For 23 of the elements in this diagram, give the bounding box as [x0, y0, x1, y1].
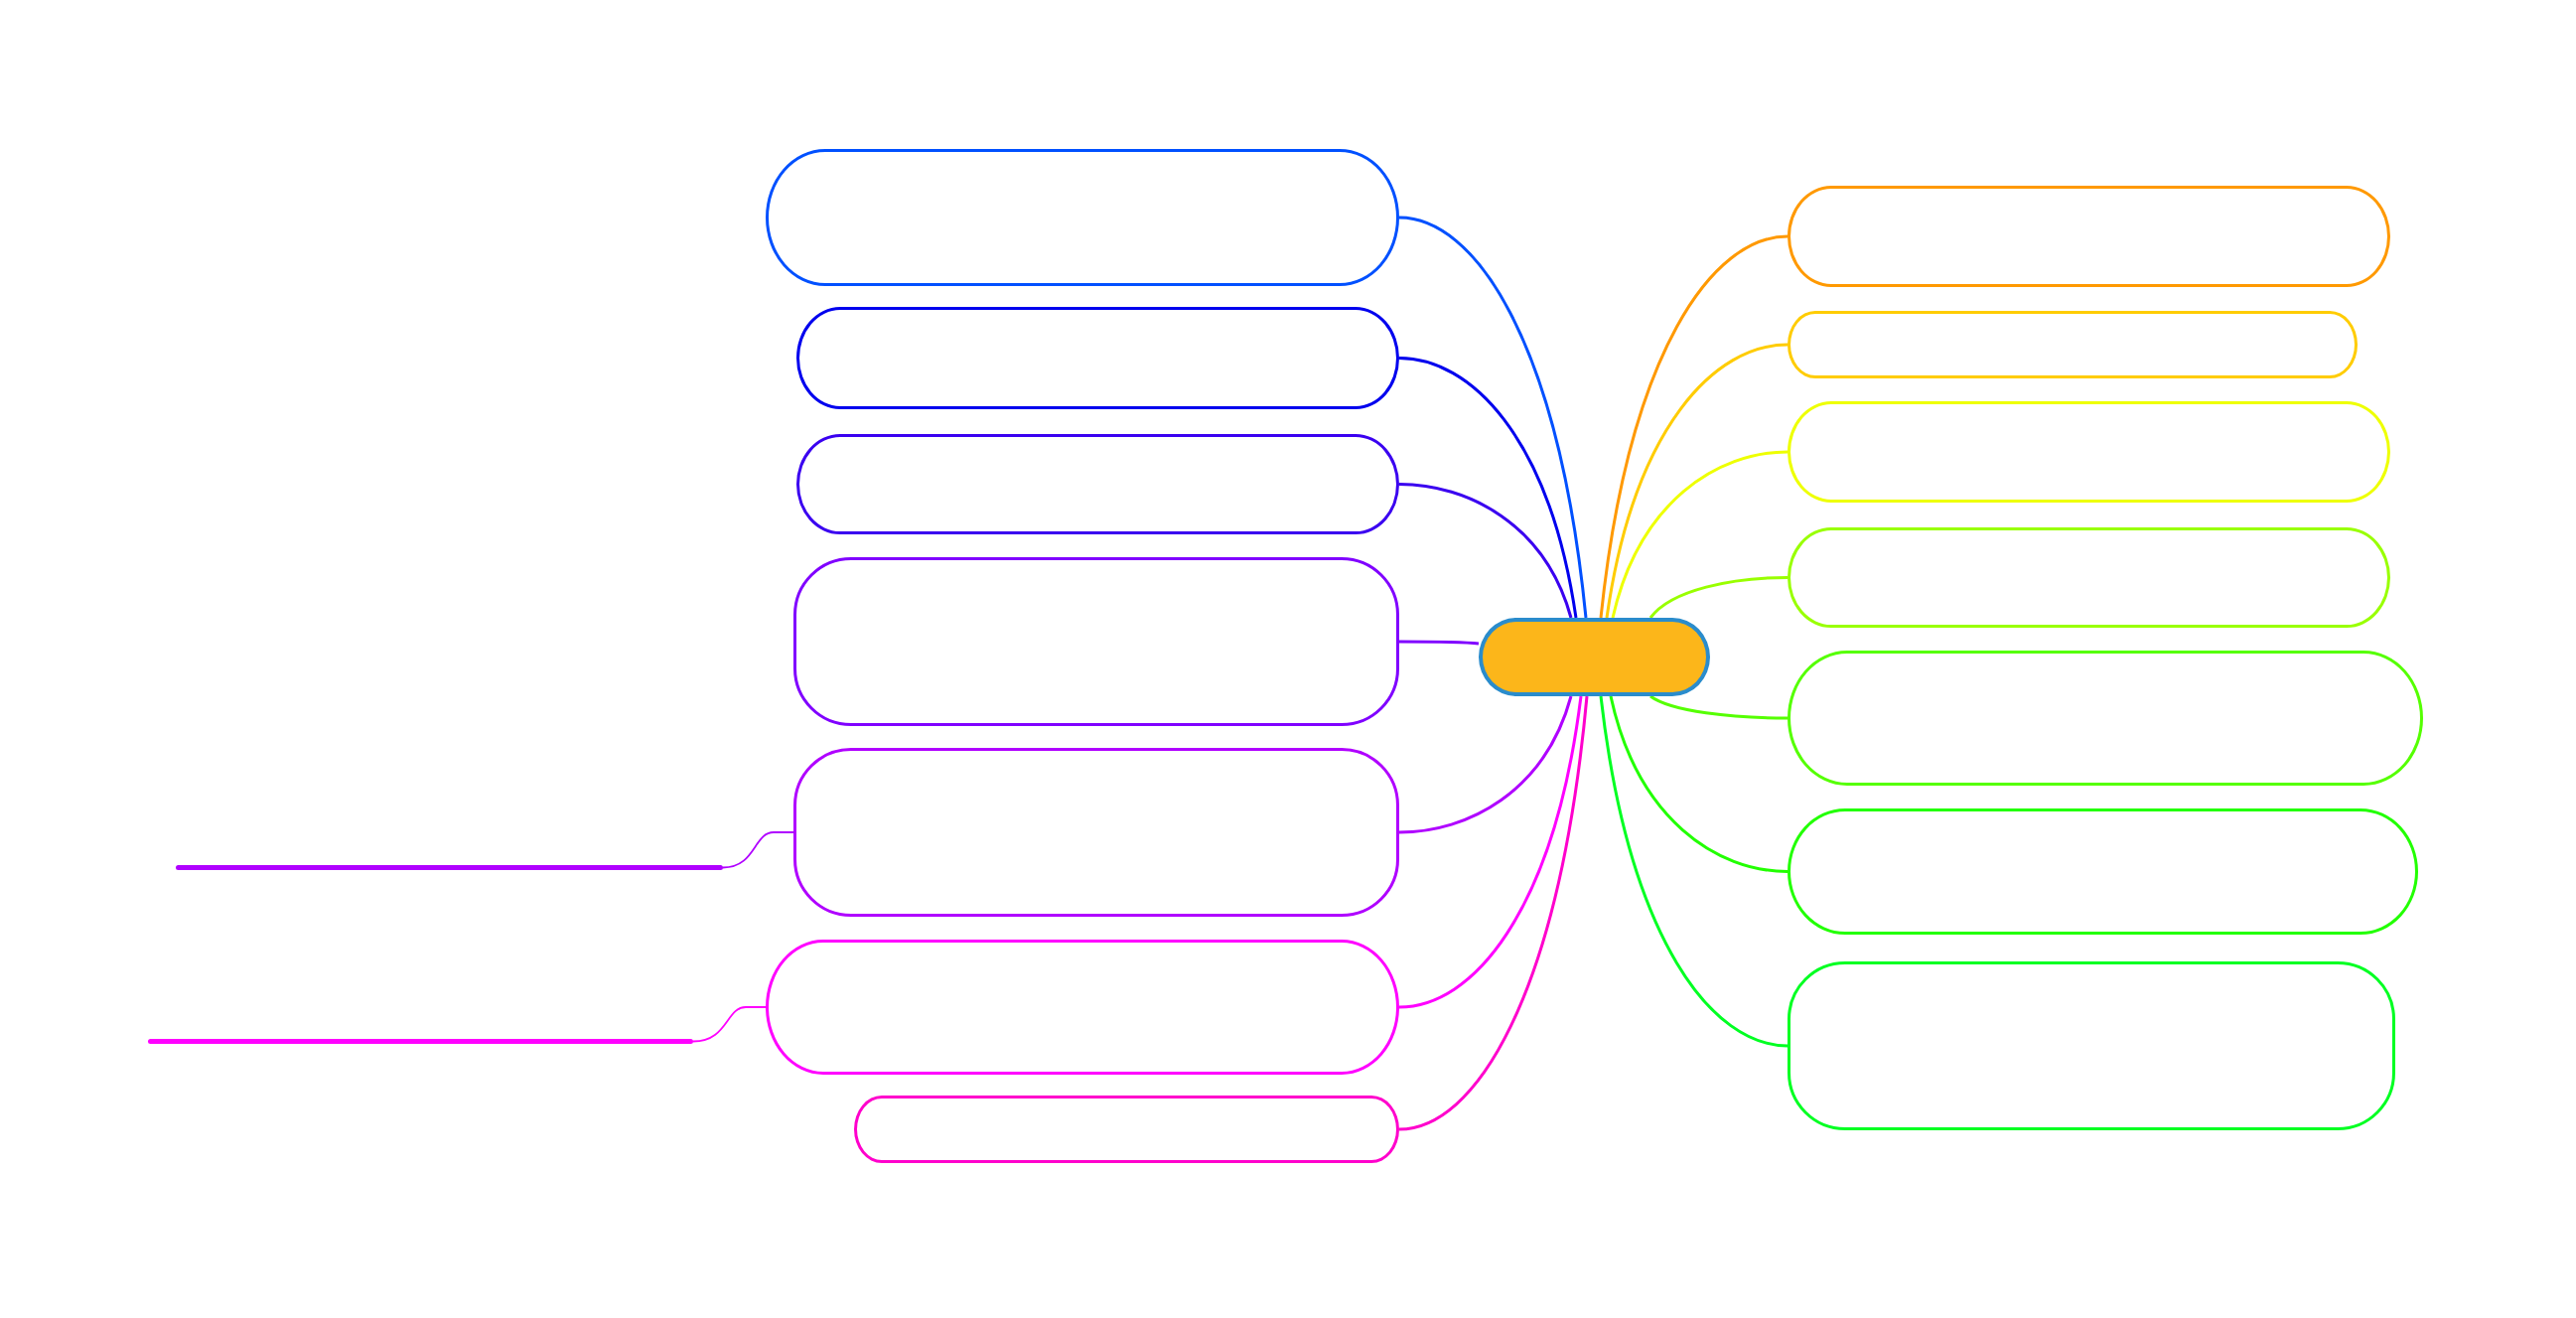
- connector-line: [1649, 694, 1788, 720]
- topic-box: [793, 557, 1399, 726]
- connector-line: [1398, 695, 1589, 1131]
- topic-box: [1788, 961, 2395, 1130]
- connector-line: [1399, 640, 1480, 646]
- topic-box: [793, 748, 1399, 917]
- underline: [148, 1039, 693, 1044]
- topic-box: [854, 1096, 1399, 1163]
- connector-line: [1398, 695, 1583, 1009]
- connector-line: [1599, 695, 1789, 1048]
- topic-box: [1788, 311, 2358, 378]
- underline: [176, 865, 723, 870]
- connector-line: [1398, 695, 1573, 834]
- connector-line: [1609, 695, 1789, 873]
- connector-line: [1605, 343, 1789, 619]
- connector-line: [1398, 216, 1588, 619]
- connector-line: [692, 1006, 767, 1043]
- connector-line: [1611, 450, 1789, 619]
- connector-line: [1599, 234, 1789, 619]
- connector-line: [1398, 357, 1578, 619]
- connector-line: [1648, 576, 1789, 619]
- connector-line: [1398, 483, 1573, 619]
- connector-line: [722, 831, 794, 869]
